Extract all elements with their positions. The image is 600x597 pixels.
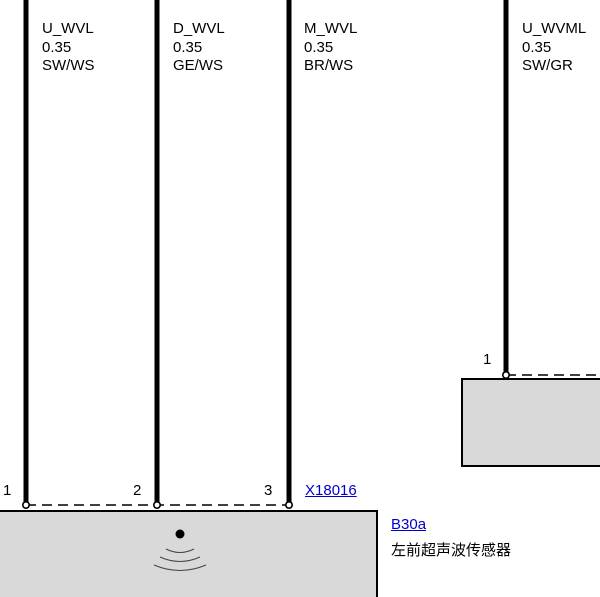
pin-contact-right-1 [501, 370, 510, 379]
pin-contact-2 [153, 500, 162, 509]
wire-color-label: SW/GR [522, 57, 573, 74]
pin-number-3: 3 [264, 482, 273, 499]
wire-signal-label: D_WVL [173, 20, 225, 37]
component-description: 左前超声波传感器 [391, 542, 512, 559]
pin-number-2: 2 [133, 482, 142, 499]
wire-signal-label: U_WVML [522, 20, 587, 37]
pin-contact-3 [284, 500, 293, 509]
wire-color-label: GE/WS [173, 57, 224, 74]
pin-number-right-1: 1 [483, 351, 492, 368]
wire-gauge-label: 0.35 [522, 39, 552, 56]
pin-contact-1 [21, 500, 30, 509]
component-b30a-box[interactable] [0, 510, 378, 597]
component-b30a-link[interactable]: B30a [391, 516, 427, 533]
connector-x18016-link[interactable]: X18016 [305, 482, 357, 499]
component-right-box[interactable] [461, 378, 600, 467]
wire-signal-label: M_WVL [304, 20, 358, 37]
ultrasonic-sensor-icon [153, 529, 207, 571]
wire-gauge-label: 0.35 [304, 39, 334, 56]
wire-gauge-label: 0.35 [173, 39, 203, 56]
wire-signal-label: U_WVL [42, 20, 94, 37]
pin-number-1: 1 [3, 482, 12, 499]
wire-gauge-label: 0.35 [42, 39, 72, 56]
wire-color-label: SW/WS [42, 57, 95, 74]
wire-color-label: BR/WS [304, 57, 354, 74]
